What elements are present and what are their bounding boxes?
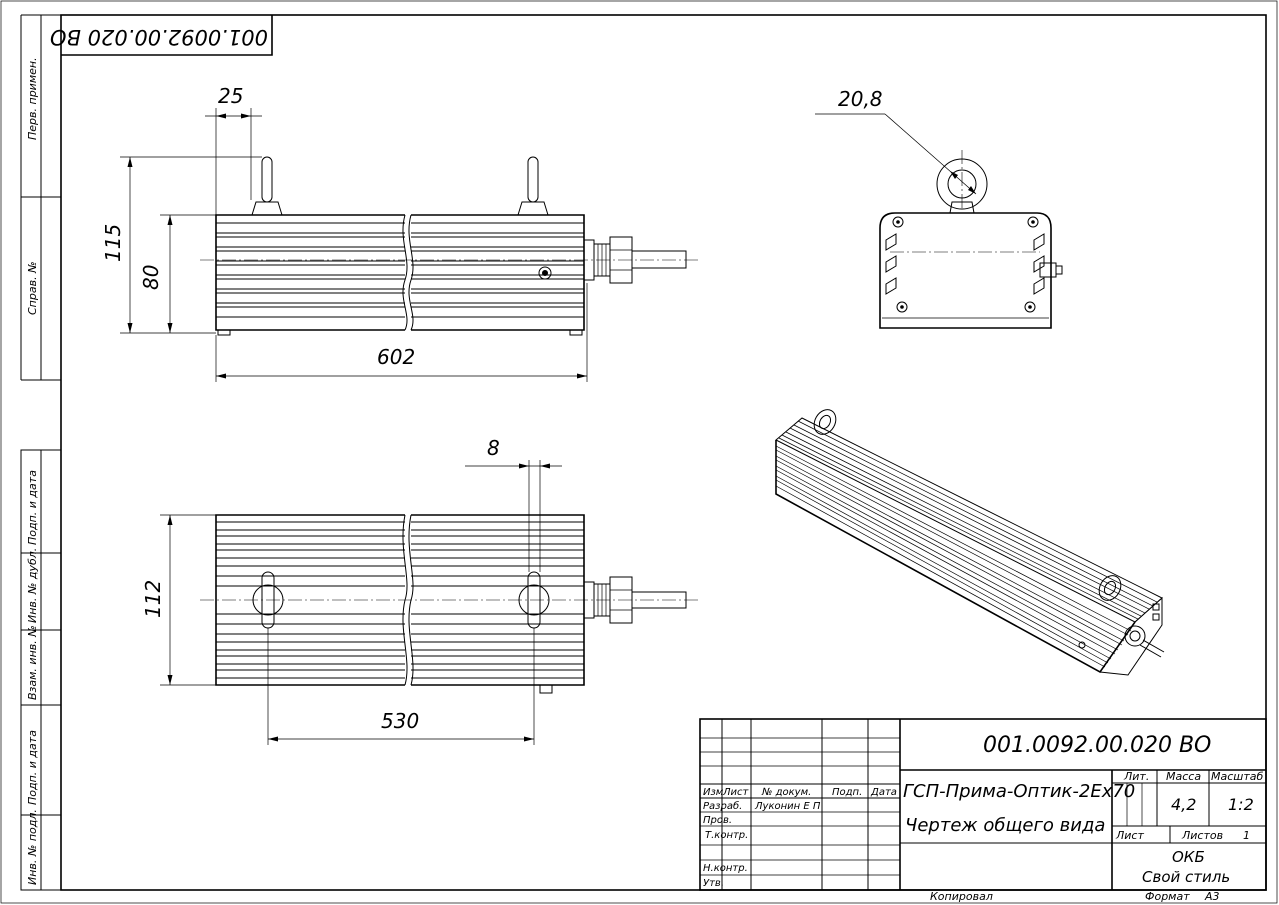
scale-value: 1:2 xyxy=(1228,795,1254,814)
col-doc: № докум. xyxy=(761,787,811,798)
front-view xyxy=(200,156,700,336)
org-line2: Свой стиль xyxy=(1142,868,1230,886)
col-list: Лист xyxy=(722,787,750,798)
title-line1: ГСП-Прима-Оптик-2Ex70 xyxy=(903,781,1135,802)
lit-label: Лит. xyxy=(1123,770,1149,783)
side-sign-date-2: Подп. и дата xyxy=(26,730,39,805)
plan-view-dimensions: 8 112 530 xyxy=(141,436,562,745)
end-view xyxy=(879,150,1063,329)
side-orig-inv: Инв. № подл. xyxy=(26,809,39,885)
front-view-dimensions: 25 115 80 602 xyxy=(101,84,588,382)
developer-name: Луконин Е П xyxy=(754,801,821,812)
row-checked: Пров. xyxy=(703,815,732,826)
row-approved: Утв. xyxy=(703,878,724,889)
side-first-use: Перв. примен. xyxy=(26,57,39,140)
format-label: Формат xyxy=(1145,890,1190,903)
mass-value: 4,2 xyxy=(1171,795,1196,814)
corner-designation: 001.0092.00.020 ВО xyxy=(50,25,268,49)
side-replace-inv: Взам. инв. № xyxy=(26,625,39,700)
sheet-label: Лист xyxy=(1115,829,1144,842)
dim-eye-thickness: 8 xyxy=(487,436,500,460)
col-date: Дата xyxy=(870,787,897,798)
end-view-dimension: 20,8 xyxy=(815,87,977,195)
scale-label: Масштаб xyxy=(1211,770,1263,783)
dim-length-total: 602 xyxy=(377,345,415,369)
side-sign-date-1: Подп. и дата xyxy=(26,470,39,545)
dim-height-total: 115 xyxy=(101,224,125,262)
title-block: 001.0092.00.020 ВО ГСП-Прима-Оптик-2Ex70… xyxy=(699,718,1267,891)
isometric-view xyxy=(775,409,1165,676)
corner-designation-box: 001.0092.00.020 ВО xyxy=(50,15,273,56)
org-line1: ОКБ xyxy=(1172,848,1205,866)
dim-eye-diameter: 20,8 xyxy=(838,87,883,111)
title-line2: Чертеж общего вида xyxy=(905,815,1105,836)
sheets-value: 1 xyxy=(1243,829,1250,842)
col-izm: Изм xyxy=(703,787,724,798)
row-ncontrol: Н.контр. xyxy=(703,863,748,874)
col-sign: Подп. xyxy=(832,787,862,798)
copied-label: Копировал xyxy=(930,890,993,903)
designation-main: 001.0092.00.020 ВО xyxy=(983,733,1211,758)
row-developer: Разраб. xyxy=(703,800,742,812)
sheets-label: Листов xyxy=(1181,829,1223,842)
dim-width-body: 112 xyxy=(141,580,165,618)
side-dup-inv: Инв. № дубл. xyxy=(26,548,39,623)
dim-height-body: 80 xyxy=(139,265,163,290)
plan-view xyxy=(200,514,700,694)
mass-label: Масса xyxy=(1166,770,1201,783)
dim-eye-offset: 25 xyxy=(218,84,243,108)
dim-eye-spacing: 530 xyxy=(381,709,419,733)
side-stamp: Перв. примен. Справ. № Подп. и дата Инв.… xyxy=(20,14,62,891)
side-ref-no: Справ. № xyxy=(26,261,39,315)
format-value: А3 xyxy=(1204,890,1220,903)
row-tcontrol: Т.контр. xyxy=(705,830,748,841)
inner-frame xyxy=(60,14,1267,891)
